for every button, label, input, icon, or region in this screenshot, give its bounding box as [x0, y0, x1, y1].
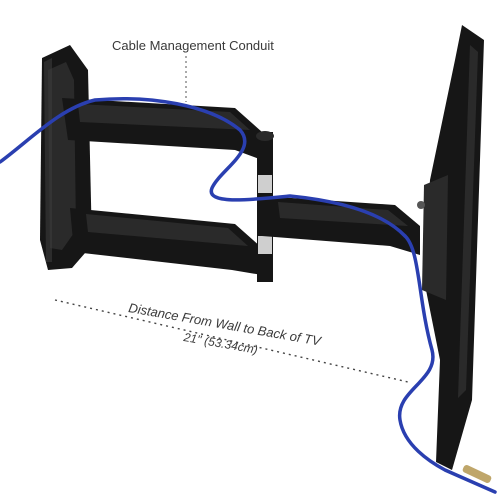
tv-bracket-plate	[417, 25, 484, 470]
distance-measure-line	[54, 299, 409, 383]
cable-conduit-label: Cable Management Conduit	[112, 38, 274, 53]
extension-arm	[262, 196, 420, 255]
lower-arm	[70, 208, 262, 275]
upper-arm	[62, 98, 262, 160]
cable-management-conduit	[0, 97, 497, 494]
